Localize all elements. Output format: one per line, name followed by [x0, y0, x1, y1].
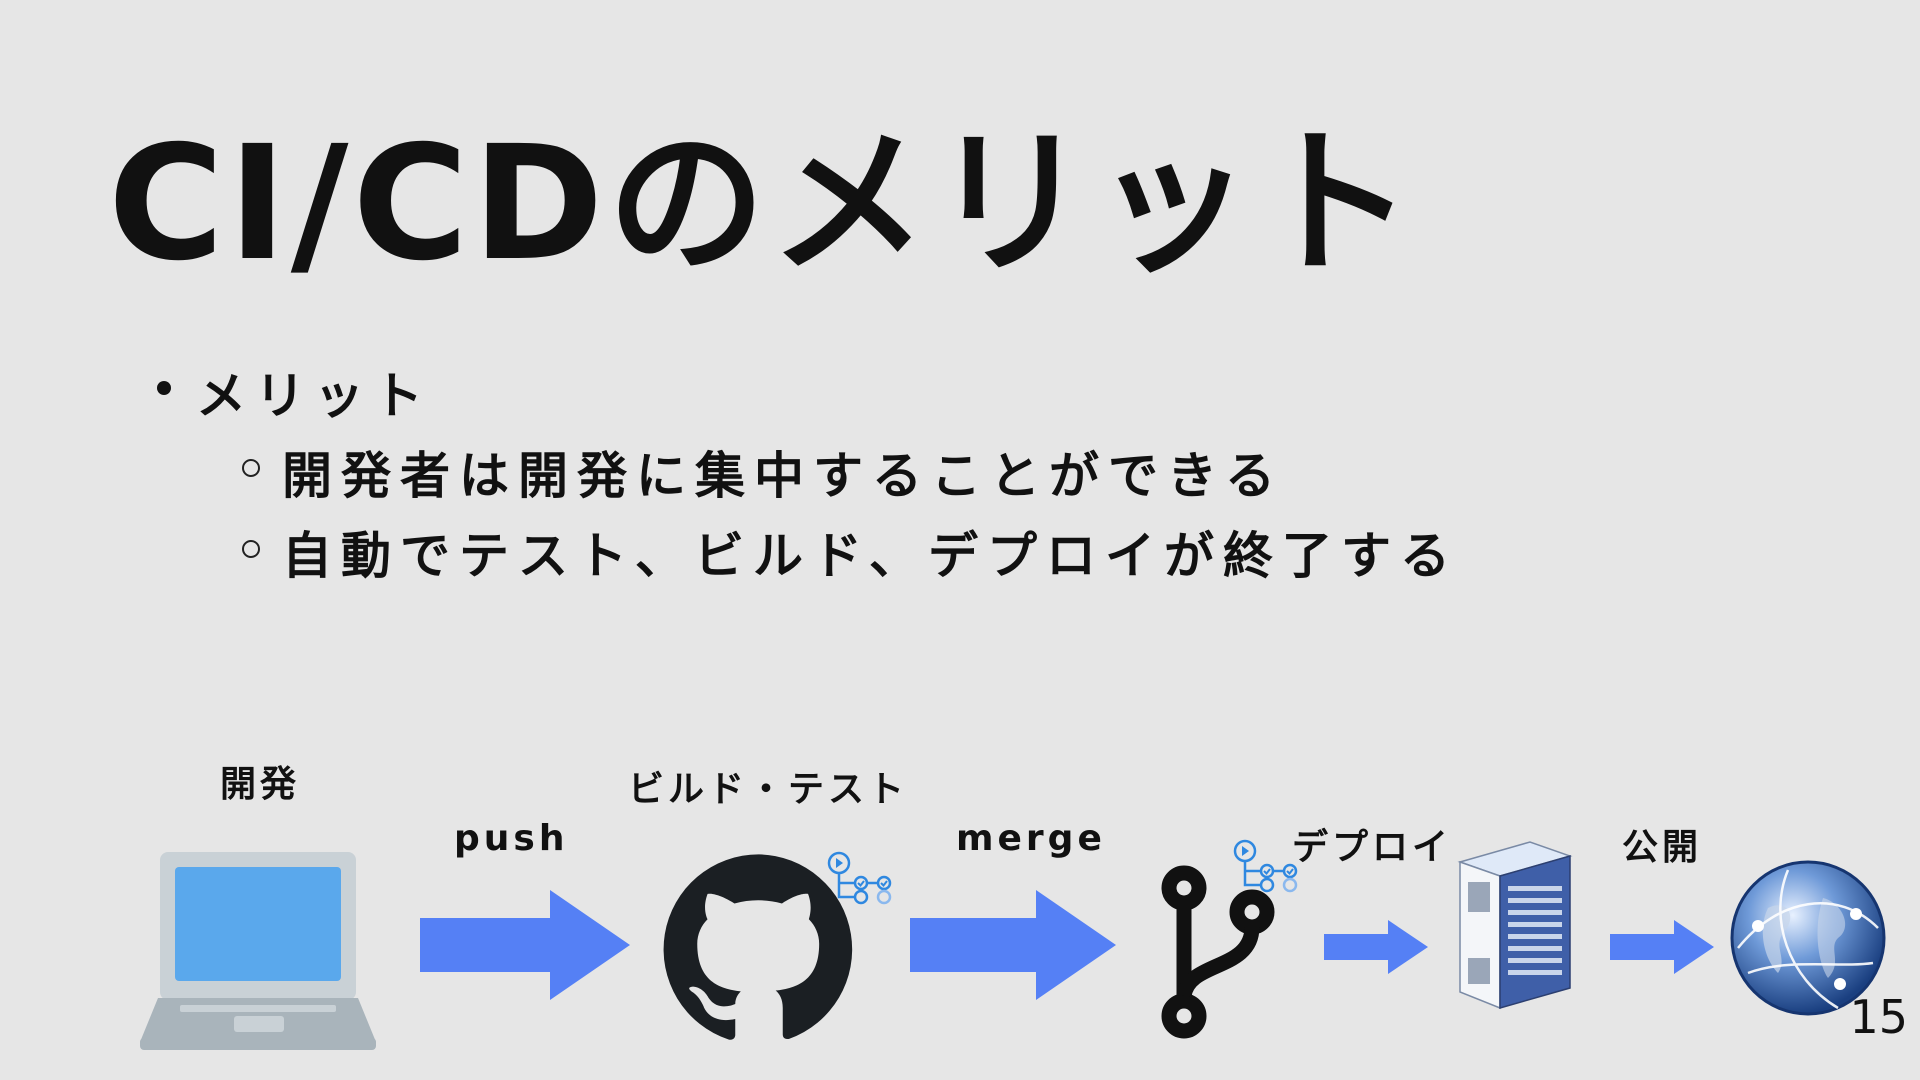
bullet-main: メリット: [196, 367, 432, 425]
arrow-publish: [1610, 920, 1714, 974]
sub-bullet-ring: [242, 540, 260, 558]
label-build-test: ビルド・テスト: [628, 769, 909, 810]
label-develop: 開発: [220, 764, 301, 805]
arrow-deploy: [1324, 920, 1428, 974]
page-number: 15: [1849, 990, 1908, 1044]
github-actions-icon: [1233, 839, 1298, 893]
github-icon: [663, 854, 853, 1040]
label-merge: merge: [956, 818, 1106, 859]
git-branch-icon: [1161, 865, 1275, 1039]
laptop-icon: [140, 852, 376, 1050]
label-publish: 公開: [1622, 827, 1703, 868]
server-rack-icon: [1457, 841, 1573, 1010]
sub-bullet-2: 自動でテスト、ビルド、デプロイが終了する: [282, 527, 1459, 585]
github-actions-icon: [827, 851, 892, 905]
globe-icon: [1730, 860, 1886, 1016]
slide-title: CI/CDのメリット: [108, 112, 1418, 296]
label-deploy: デプロイ: [1292, 827, 1453, 868]
sub-bullet-ring: [242, 459, 260, 477]
arrow-merge: [910, 890, 1116, 1000]
label-push: push: [454, 818, 569, 859]
arrow-push: [420, 890, 630, 1000]
bullet-dot: [157, 381, 171, 395]
sub-bullet-1: 開発者は開発に集中することができる: [282, 447, 1284, 505]
